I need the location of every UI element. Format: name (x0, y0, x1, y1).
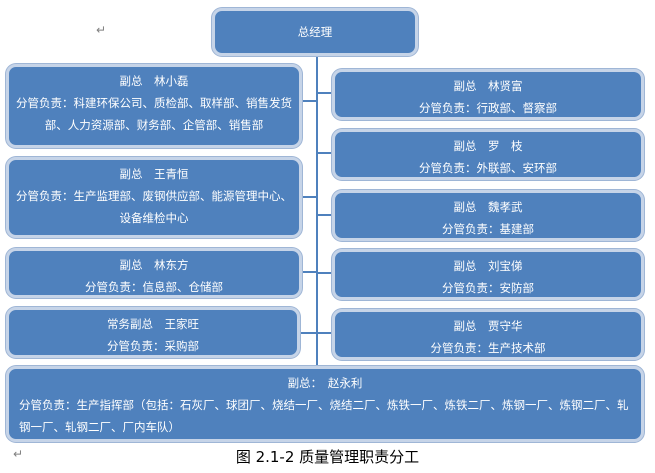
vp-title: 副总 林贤富 (453, 79, 523, 93)
paragraph-mark-icon: ↵ (13, 447, 24, 461)
vp-title: 副总 罗 枝 (453, 139, 523, 153)
vp-title: 副总： 赵永利 (287, 376, 363, 390)
branch-line-left-3 (300, 271, 316, 273)
vp-title: 副总 刘宝俤 (453, 259, 523, 273)
vp-title: 副总 林东方 (119, 258, 189, 272)
vp-box-left-2: 副总 王青恒 分管负责：生产监理部、废钢供应部、能源管理中心、 设备维检中心 (6, 157, 302, 238)
vp-title: 副总 王青恒 (119, 167, 189, 181)
vp-duties-line: 分管负责：基建部 (442, 222, 534, 236)
vp-duties-line: 设备维检中心 (119, 211, 189, 225)
vp-box-right-3: 副总 魏孝武 分管负责：基建部 (332, 190, 644, 241)
vp-box-right-1: 副总 林贤富 分管负责：行政部、督察部 (332, 69, 644, 120)
branch-line-left-4 (298, 332, 316, 334)
vp-duties-line: 分管负责：行政部、督察部 (419, 101, 557, 115)
branch-line-right-3 (318, 214, 334, 216)
vp-title: 副总 魏孝武 (453, 200, 523, 214)
vp-box-left-1: 副总 林小磊 分管负责：科建环保公司、质检部、取样部、销售发货 部、人力资源部、… (6, 64, 302, 148)
vp-duties-line: 分管负责：生产监理部、废钢供应部、能源管理中心、 (16, 189, 292, 203)
vp-box-right-5: 副总 贾守华 分管负责：生产技术部 (332, 309, 644, 360)
vp-title: 副总 林小磊 (119, 74, 189, 88)
paragraph-mark-icon: ↵ (96, 23, 107, 37)
vp-box-right-2: 副总 罗 枝 分管负责：外联部、安环部 (332, 129, 644, 180)
vp-duties-line: 分管负责：外联部、安环部 (419, 161, 557, 175)
branch-line-right-5 (318, 332, 334, 334)
vp-duties-line: 分管负责：采购部 (107, 339, 199, 353)
general-manager-label: 总经理 (297, 25, 333, 39)
vp-duties-line: 分管负责：安防部 (442, 281, 534, 295)
vp-title: 副总 贾守华 (453, 319, 523, 333)
branch-line-right-2 (318, 152, 334, 154)
vp-title: 常务副总 王家旺 (107, 317, 199, 331)
vp-duties-line: 分管负责：科建环保公司、质检部、取样部、销售发货 (16, 96, 292, 110)
branch-line-left-2 (300, 196, 316, 198)
vp-duties-line: 部、人力资源部、财务部、企管部、销售部 (44, 118, 264, 132)
figure-caption: 图 2.1-2 质量管理职责分工 (235, 448, 420, 466)
vp-box-left-4: 常务副总 王家旺 分管负责：采购部 (6, 307, 300, 358)
vp-duties-text: 分管负责：生产指挥部（包括：石灰厂、球团厂、烧结一厂、烧结二厂、炼铁一厂、炼铁二… (19, 398, 629, 434)
vp-duties-line: 分管负责：生产技术部 (430, 341, 546, 355)
vp-box-right-4: 副总 刘宝俤 分管负责：安防部 (332, 249, 644, 300)
branch-line-right-4 (318, 272, 334, 274)
vp-duties-line: 分管负责：信息部、仓储部 (85, 280, 223, 294)
branch-line-right-1 (318, 92, 334, 94)
branch-line-left-1 (300, 100, 316, 102)
trunk-line (316, 53, 318, 365)
vp-box-left-3: 副总 林东方 分管负责：信息部、仓储部 (6, 248, 302, 298)
vp-box-bottom: 副总： 赵永利 分管负责：生产指挥部（包括：石灰厂、球团厂、烧结一厂、烧结二厂、… (6, 366, 644, 442)
general-manager-box: 总经理 (212, 8, 418, 56)
